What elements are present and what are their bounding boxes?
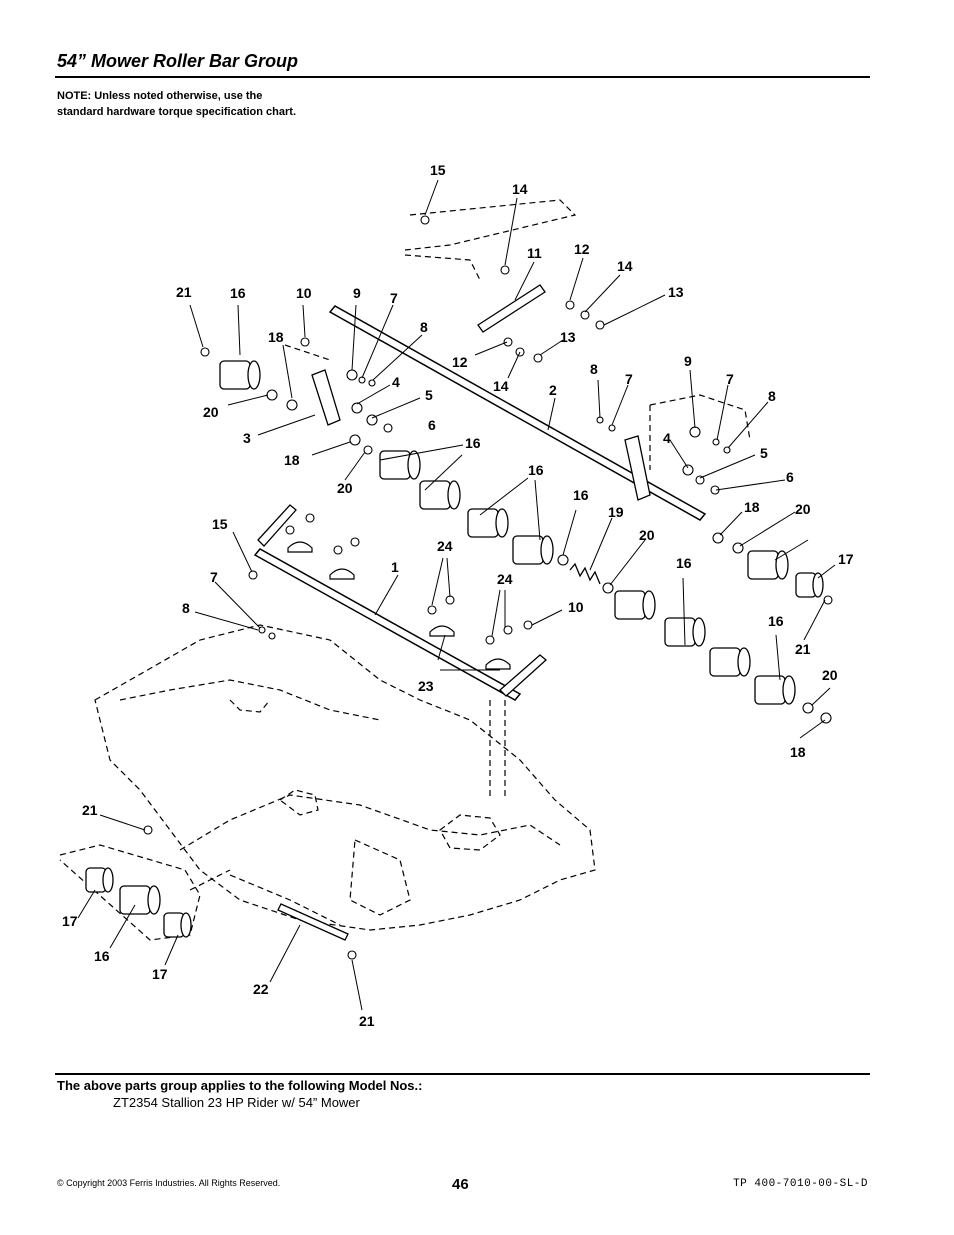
roller-bar-1: [253, 548, 522, 701]
callout-13b: 13: [560, 329, 576, 345]
callout-21d: 21: [359, 1013, 375, 1029]
leader-lines: [77, 179, 836, 1011]
callout-18c: 18: [744, 499, 760, 515]
spring-19: [569, 562, 601, 585]
callout-6b: 6: [786, 469, 794, 485]
clamps: [287, 541, 511, 670]
callout-14b: 14: [617, 258, 633, 274]
roller-bar-2: [328, 305, 707, 521]
model-line: ZT2354 Stallion 23 HP Rider w/ 54” Mower: [113, 1095, 360, 1110]
header-rule: [55, 76, 870, 78]
callout-9b: 9: [684, 353, 692, 369]
callout-21c: 21: [82, 802, 98, 818]
copyright-text: © Copyright 2003 Ferris Industries. All …: [57, 1178, 281, 1188]
callout-6: 6: [428, 417, 436, 433]
callout-17b: 17: [62, 913, 78, 929]
callout-13: 13: [668, 284, 684, 300]
callout-23: 23: [418, 678, 434, 694]
callout-20: 20: [203, 404, 219, 420]
callout-20e: 20: [639, 527, 655, 543]
callout-16e: 16: [768, 613, 784, 629]
callout-7c: 7: [726, 371, 734, 387]
callout-8c: 8: [768, 388, 776, 404]
callout-16c: 16: [528, 462, 544, 478]
callout-12b: 12: [452, 354, 468, 370]
callout-20d: 16: [573, 487, 589, 503]
callout-18b: 18: [284, 452, 300, 468]
callout-12: 12: [574, 241, 590, 257]
callout-20b: 20: [337, 480, 353, 496]
callout-16: 16: [230, 285, 246, 301]
callout-21: 21: [176, 284, 192, 300]
applies-to-label: The above parts group applies to the fol…: [57, 1078, 423, 1093]
callout-8: 8: [420, 319, 428, 335]
callout-17c: 17: [152, 966, 168, 982]
torque-note: NOTE: Unless noted otherwise, use the st…: [57, 90, 297, 118]
link-arms: [257, 284, 651, 697]
callout-7b: 7: [625, 371, 633, 387]
callout-7d: 7: [210, 569, 218, 585]
callout-24: 24: [437, 538, 453, 554]
callout-16d: 16: [676, 555, 692, 571]
callout-8b: 8: [590, 361, 598, 377]
roller-shaft-22: [277, 903, 349, 941]
callout-10: 10: [296, 285, 312, 301]
document-number: TP 400-7010-00-SL-D: [733, 1178, 868, 1190]
callout-17: 17: [838, 551, 854, 567]
callout-5b: 5: [760, 445, 768, 461]
callout-4: 4: [392, 374, 400, 390]
callout-4b: 4: [663, 430, 671, 446]
top-brackets: [284, 199, 751, 470]
callout-7: 7: [390, 290, 398, 306]
callout-18: 18: [268, 329, 284, 345]
callout-16b: 16: [465, 435, 481, 451]
rollers: [85, 360, 824, 938]
callout-5: 5: [425, 387, 433, 403]
callout-14c: 14: [493, 378, 509, 394]
callout-20c: 20: [795, 501, 811, 517]
callout-8d: 8: [182, 600, 190, 616]
footer-rule: [55, 1073, 870, 1075]
callout-16f: 16: [94, 948, 110, 964]
callout-9: 9: [353, 285, 361, 301]
callout-15b: 15: [212, 516, 228, 532]
callout-18d: 18: [790, 744, 806, 760]
callout-20f: 20: [822, 667, 838, 683]
hardware: [143, 215, 833, 960]
callout-2: 2: [549, 382, 557, 398]
mower-deck-outline: [59, 624, 596, 941]
callout-19: 19: [608, 504, 624, 520]
callout-14: 14: [512, 181, 528, 197]
page-number: 46: [452, 1176, 469, 1193]
callout-15: 15: [430, 162, 446, 178]
callout-3: 3: [243, 430, 251, 446]
callout-24b: 24: [497, 571, 513, 587]
page-title: 54” Mower Roller Bar Group: [57, 51, 299, 71]
callout-11: 11: [527, 245, 542, 261]
callout-22: 22: [253, 981, 269, 997]
callout-numbers: 15 14 11 12 14 13 21 16 10 9 7 8 18 12 1…: [62, 162, 854, 1029]
callout-10b: 10: [568, 599, 584, 615]
callout-1: 1: [391, 559, 399, 575]
callout-21b: 21: [795, 641, 811, 657]
